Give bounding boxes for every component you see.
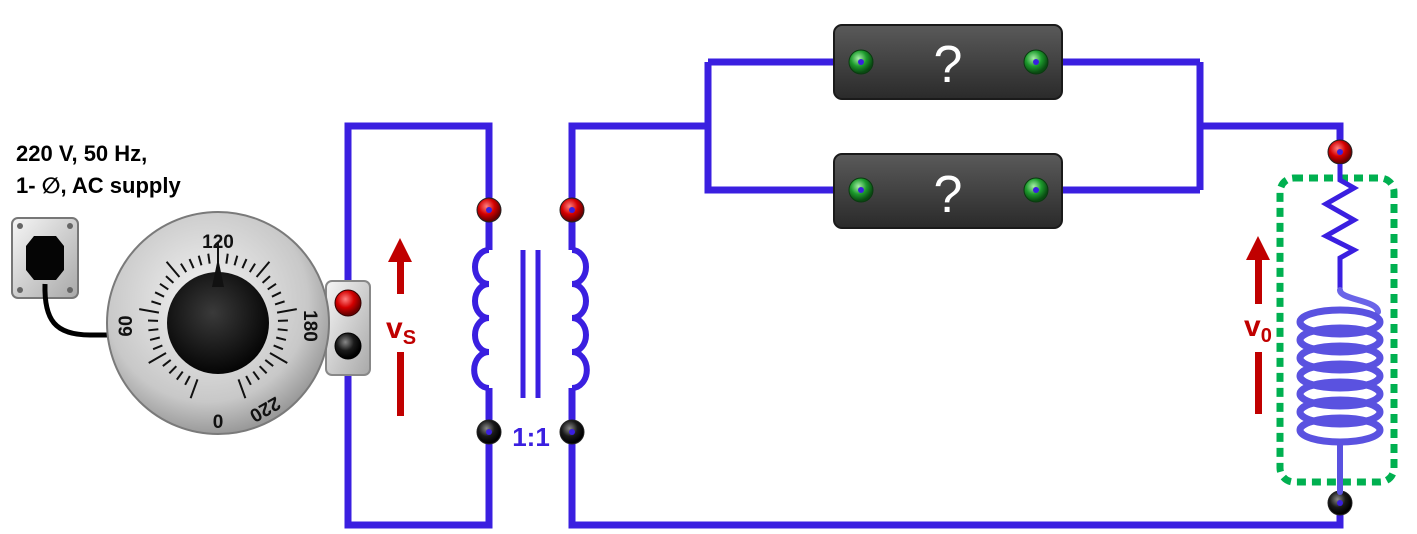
vo-indicator: v0	[1244, 236, 1272, 414]
dial-tick	[267, 283, 277, 291]
wire-return	[568, 432, 1344, 529]
dial-tick	[245, 375, 252, 386]
primary-winding	[471, 247, 490, 391]
turns-ratio-label: 1:1	[512, 422, 550, 452]
supply-label-line1: 220 V, 50 Hz,	[16, 141, 147, 166]
dial-tick	[276, 308, 297, 314]
svg-text:vS: vS	[386, 312, 416, 349]
dial-tick	[258, 365, 268, 375]
box1-label: ?	[934, 36, 963, 94]
wire-secondary-top	[568, 122, 708, 210]
dial-tick	[165, 261, 181, 278]
variac-terminal-black[interactable]	[334, 332, 362, 360]
dial-tick	[275, 336, 287, 341]
dial-tick	[151, 300, 162, 306]
dial-knob[interactable]	[167, 272, 269, 374]
inductor-coil-icon	[1296, 287, 1384, 495]
vs-label: v	[386, 312, 403, 345]
dial-tick	[271, 291, 282, 298]
dial-mark-60: 60	[116, 315, 137, 336]
dial-ticks	[139, 243, 297, 399]
dial-tick	[237, 379, 247, 399]
dial-tick	[269, 352, 288, 364]
vo-label: v	[1244, 310, 1261, 343]
dial-tick	[273, 344, 284, 351]
secondary-winding	[571, 247, 590, 391]
socket-icon[interactable]	[11, 217, 79, 299]
dial-tick	[162, 359, 172, 367]
load-dashed-outline	[1276, 174, 1398, 486]
wire-parallel-left	[704, 62, 860, 194]
dial-mark-120: 120	[202, 232, 234, 253]
dial-tick	[197, 255, 203, 266]
supply-label-line2: 1- ∅, AC supply	[16, 173, 181, 198]
vs-subscript: S	[403, 327, 416, 349]
dial-pointer	[212, 258, 224, 287]
dial-tick	[207, 253, 211, 264]
dial-tick	[159, 283, 169, 291]
variac-dial-icon[interactable]: 120 180 220 0 60	[106, 211, 330, 435]
dial-tick	[241, 258, 248, 269]
unknown-box-2[interactable]: ?	[833, 153, 1063, 229]
variac-terminal-red[interactable]	[334, 289, 362, 317]
dial-tick	[225, 253, 229, 264]
dial-tick	[188, 258, 195, 269]
dial-tick	[165, 275, 175, 284]
dial-tick	[255, 261, 271, 278]
dial-mark-180: 180	[299, 310, 320, 342]
box2-label: ?	[934, 166, 963, 224]
dial-mark-0: 0	[213, 412, 224, 433]
dial-tick	[148, 328, 159, 332]
dial-tick	[261, 275, 271, 284]
supply-cable	[42, 283, 112, 338]
dial-tick	[184, 375, 191, 386]
wires	[344, 58, 1344, 529]
unknown-box-1[interactable]: ?	[833, 24, 1063, 100]
dial-tick	[264, 359, 274, 367]
dial-tick	[149, 336, 161, 341]
dial-tick	[274, 300, 285, 306]
svg-text:v0: v0	[1244, 310, 1272, 347]
dial-tick	[180, 263, 188, 273]
dial-tick	[154, 291, 165, 298]
dial-tick	[248, 263, 256, 273]
resistor-icon	[1320, 164, 1360, 290]
wire-primary-bottom	[344, 345, 493, 529]
wire-primary-top	[344, 122, 493, 305]
dial-tick	[152, 344, 163, 351]
wire-to-load	[1200, 122, 1344, 150]
dial-tick	[176, 370, 184, 381]
dial-tick	[277, 328, 288, 332]
vs-indicator: vS	[386, 238, 416, 416]
transformer-icon	[471, 247, 590, 398]
variac-connector-block	[325, 280, 371, 376]
dial-tick	[233, 255, 239, 266]
dial-tick	[168, 365, 178, 375]
dial-tick	[252, 370, 260, 381]
dial-tick	[139, 308, 160, 314]
vo-subscript: 0	[1261, 325, 1272, 347]
dial-tick	[189, 379, 199, 399]
dial-tick	[148, 352, 167, 364]
